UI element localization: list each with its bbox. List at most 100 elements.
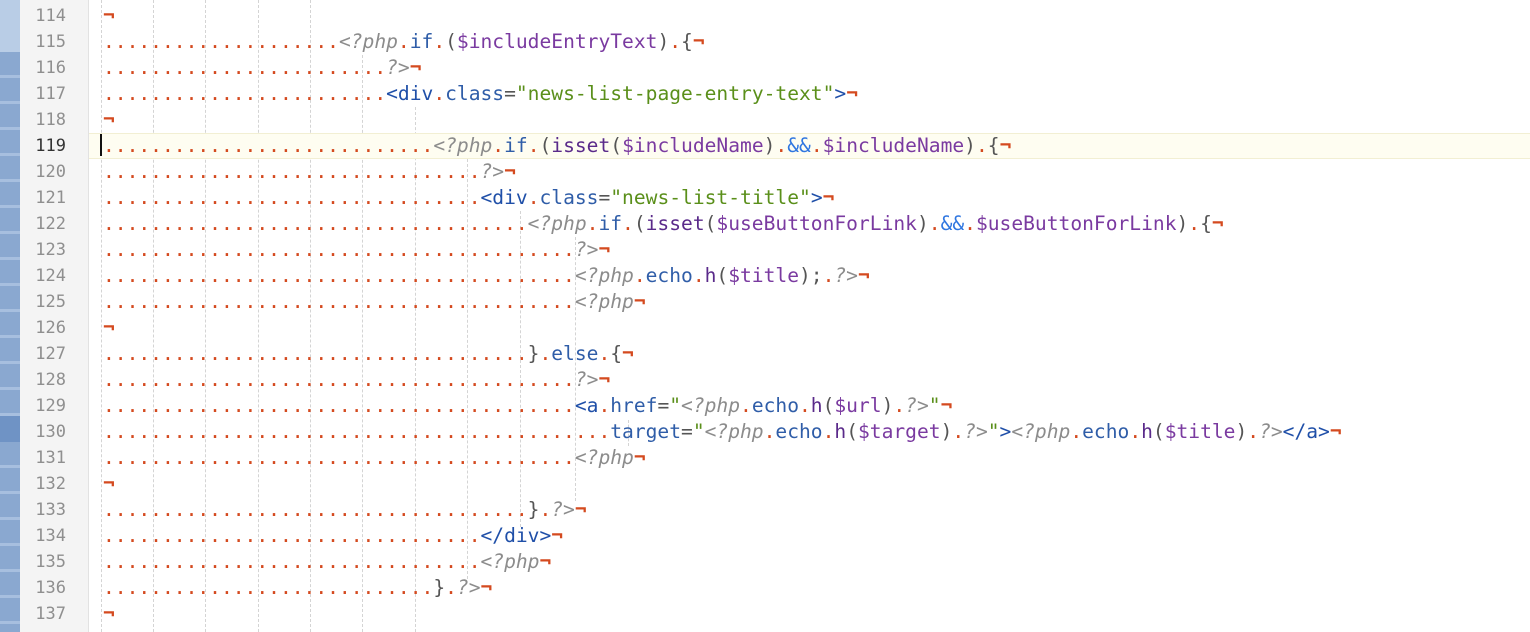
line-code[interactable]: ........................<div.class="news… (103, 81, 858, 107)
line-code[interactable]: ....................................}.?>… (103, 497, 587, 523)
code-line[interactable]: 128.....................................… (0, 367, 1530, 393)
line-highlight (89, 471, 1530, 495)
line-code[interactable]: ....................................}.el… (103, 341, 634, 367)
code-line[interactable]: 136............................}.?>¬ (0, 575, 1530, 601)
code-token: . (740, 394, 752, 417)
indent-guide (628, 420, 629, 446)
code-token: ................................ (103, 524, 481, 547)
code-token: ?> (574, 238, 599, 261)
code-token: . (598, 394, 611, 417)
line-code[interactable]: ........................................… (103, 237, 610, 263)
code-token: ?> (551, 498, 575, 521)
line-number: 114 (35, 6, 66, 26)
code-token: "news-list-page-entry-text" (515, 82, 835, 105)
code-token: " (928, 394, 941, 417)
line-number: 127 (35, 344, 66, 364)
code-token: h (1141, 420, 1153, 443)
line-code[interactable]: ........................................… (103, 367, 610, 393)
newline-marker: ¬ (633, 446, 646, 469)
code-line[interactable]: 127....................................}… (0, 341, 1530, 367)
line-code[interactable]: ................................<?php¬ (103, 549, 551, 575)
code-token: . (492, 134, 505, 157)
line-code[interactable]: ¬ (103, 601, 115, 627)
code-line[interactable]: 137¬ (0, 601, 1530, 627)
code-token: . (799, 394, 811, 417)
code-token: ................................ (103, 160, 481, 183)
code-token: = (504, 82, 516, 105)
code-lines[interactable]: 114¬115....................<?php.if.($in… (0, 3, 1530, 627)
code-token: ) (881, 394, 894, 417)
line-code[interactable]: ....................<?php.if.($includeEn… (103, 29, 705, 55)
code-token: . (928, 212, 941, 235)
indent-guide (310, 0, 311, 632)
code-token: "news-list-title" (610, 186, 811, 209)
code-line[interactable]: 119............................<?php.if.… (0, 133, 1530, 159)
newline-marker: ¬ (574, 498, 587, 521)
code-token: " (669, 394, 682, 417)
code-line[interactable]: 134................................</div… (0, 523, 1530, 549)
code-token: ( (539, 134, 552, 157)
code-line[interactable]: 124.....................................… (0, 263, 1530, 289)
line-code[interactable]: ¬ (103, 471, 115, 497)
line-number: 126 (35, 318, 66, 338)
code-line[interactable]: 131.....................................… (0, 445, 1530, 471)
line-code[interactable]: ¬ (103, 107, 115, 133)
line-number: 133 (35, 500, 66, 520)
line-code[interactable]: ................................</div>¬ (103, 523, 563, 549)
code-token: ) (763, 134, 776, 157)
code-token: . (527, 186, 540, 209)
line-code[interactable]: ........................?>¬ (103, 55, 422, 81)
newline-marker: ¬ (822, 186, 835, 209)
code-token: ?> (386, 56, 410, 79)
line-code[interactable]: ¬ (103, 315, 115, 341)
code-line[interactable]: 130.....................................… (0, 419, 1530, 445)
code-line[interactable]: 132¬ (0, 471, 1530, 497)
newline-marker: ¬ (480, 576, 493, 599)
code-line[interactable]: 114 ¬ (0, 3, 1530, 29)
code-token: ( (846, 420, 858, 443)
line-code[interactable]: ................................<div.cla… (103, 185, 834, 211)
line-code[interactable]: ................................?>¬ (103, 159, 516, 185)
line-number: 131 (35, 448, 66, 468)
code-line[interactable]: 116........................?>¬ (0, 55, 1530, 81)
code-token: ( (610, 134, 623, 157)
minimap-scrollbar[interactable] (0, 0, 20, 632)
code-line[interactable]: 126 ¬ (0, 315, 1530, 341)
line-code[interactable]: ........................................… (103, 263, 870, 289)
line-number: 121 (35, 188, 66, 208)
code-line[interactable]: 121 ................................<div.… (0, 185, 1530, 211)
code-token: echo (645, 264, 693, 287)
code-line[interactable]: 120................................?>¬ (0, 159, 1530, 185)
code-token: > (810, 186, 823, 209)
code-token: $url (834, 394, 882, 417)
newline-marker: ¬ (409, 56, 422, 79)
line-code[interactable]: ............................}.?>¬ (103, 575, 492, 601)
line-code[interactable]: ........................................… (103, 289, 646, 315)
code-line[interactable]: 129.....................................… (0, 393, 1530, 419)
code-token: . (822, 420, 835, 443)
code-token: . (539, 498, 552, 521)
line-code[interactable]: ........................................… (103, 445, 646, 471)
newline-marker: ¬ (846, 82, 858, 105)
code-token: ?> (964, 420, 988, 443)
line-code[interactable]: ........................................… (103, 419, 1342, 445)
line-code[interactable]: ............................<?php.if.(is… (103, 133, 1011, 159)
code-token: class (539, 186, 599, 209)
code-line[interactable]: 117........................<div.class="n… (0, 81, 1530, 107)
line-code[interactable]: ....................................<?ph… (103, 211, 1224, 237)
line-code[interactable]: ........................................… (103, 393, 952, 419)
code-line[interactable]: 118¬ (0, 107, 1530, 133)
code-line[interactable]: 115....................<?php.if.($includ… (0, 29, 1530, 55)
code-line[interactable]: 135................................<?php… (0, 549, 1530, 575)
code-token: . (775, 134, 788, 157)
code-token: " (692, 420, 705, 443)
code-line[interactable]: 123.....................................… (0, 237, 1530, 263)
code-line[interactable]: 122....................................<… (0, 211, 1530, 237)
code-line[interactable]: 133....................................}… (0, 497, 1530, 523)
code-line[interactable]: 125.....................................… (0, 289, 1530, 315)
code-token: if (409, 30, 434, 53)
code-token: <?php (574, 264, 634, 287)
code-token: ........................................… (103, 420, 611, 443)
line-code[interactable]: ¬ (103, 3, 115, 29)
